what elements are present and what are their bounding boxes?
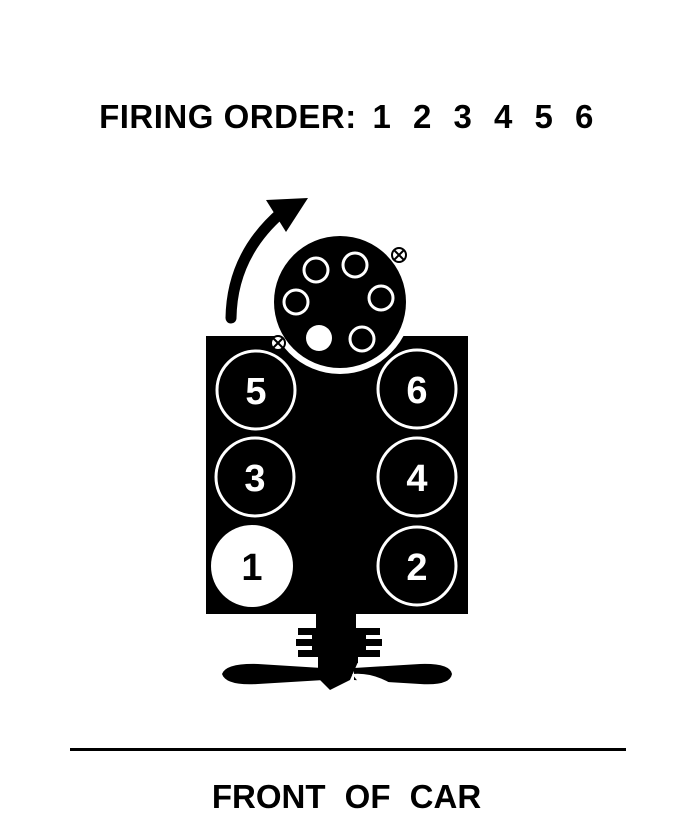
cylinder-number: 3 (244, 458, 265, 500)
cylinder-3: 3 (214, 436, 296, 518)
cylinder-1: 1 (211, 525, 293, 607)
screw-icon (391, 247, 407, 263)
cylinder-bore (376, 525, 458, 607)
cylinder-bore (215, 349, 297, 431)
cylinder-number: 6 (406, 370, 427, 412)
distributor-cap (268, 230, 412, 374)
firing-order-title: FIRING ORDER: 1 2 3 4 5 6 (0, 98, 693, 136)
cylinder-number: 2 (406, 547, 427, 589)
cylinder-number: 5 (245, 371, 266, 413)
cylinder-bore (214, 436, 296, 518)
rotation-arrow-icon (225, 198, 308, 324)
front-of-car-label: FRONT OF CAR (211, 778, 482, 815)
cylinder-number: 4 (406, 458, 427, 500)
firing-order-sequence: 1 2 3 4 5 6 (372, 98, 594, 135)
cylinder-4: 4 (376, 436, 458, 518)
cylinder-bore (376, 436, 458, 518)
front-divider-line (70, 748, 626, 751)
cylinder-6: 6 (376, 348, 458, 430)
cylinder-5: 5 (215, 349, 297, 431)
firing-order-label: FIRING ORDER: (99, 98, 357, 135)
screw-icon (270, 335, 286, 351)
cylinder-2: 2 (376, 525, 458, 607)
cylinder-bore (376, 348, 458, 430)
cylinder-number: 1 (241, 547, 262, 589)
crank-pulley (296, 614, 382, 663)
cylinder-bore (211, 525, 293, 607)
fan-icon (222, 662, 452, 690)
